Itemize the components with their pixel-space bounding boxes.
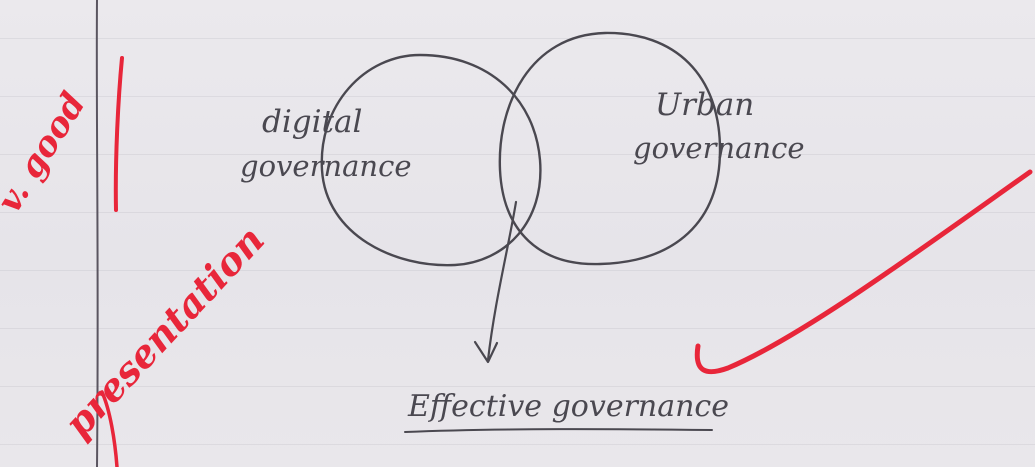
red-remark-stroke [113, 56, 124, 212]
right-circle-label-line2: governance [633, 131, 805, 165]
ruled-line [0, 38, 1035, 39]
arrow-head [473, 340, 499, 364]
left-circle [320, 53, 542, 267]
check-mark-icon [694, 169, 1033, 375]
ruled-line [0, 270, 1035, 271]
result-underline [404, 428, 713, 433]
red-remark-tail [100, 390, 119, 467]
margin-line [95, 0, 99, 467]
result-label: Effective governance [408, 389, 729, 424]
ruled-line [0, 328, 1035, 329]
ruled-line [0, 154, 1035, 155]
ruled-line [0, 212, 1035, 213]
ruled-line [0, 444, 1035, 445]
arrow-down-icon [486, 200, 518, 362]
ruled-line [0, 386, 1035, 387]
right-circle-label-line1: Urban [655, 87, 755, 123]
ruled-line [0, 96, 1035, 97]
left-circle-label-line1: digital [262, 104, 363, 140]
right-circle [498, 31, 722, 266]
left-circle-label-line2: governance [240, 149, 412, 183]
